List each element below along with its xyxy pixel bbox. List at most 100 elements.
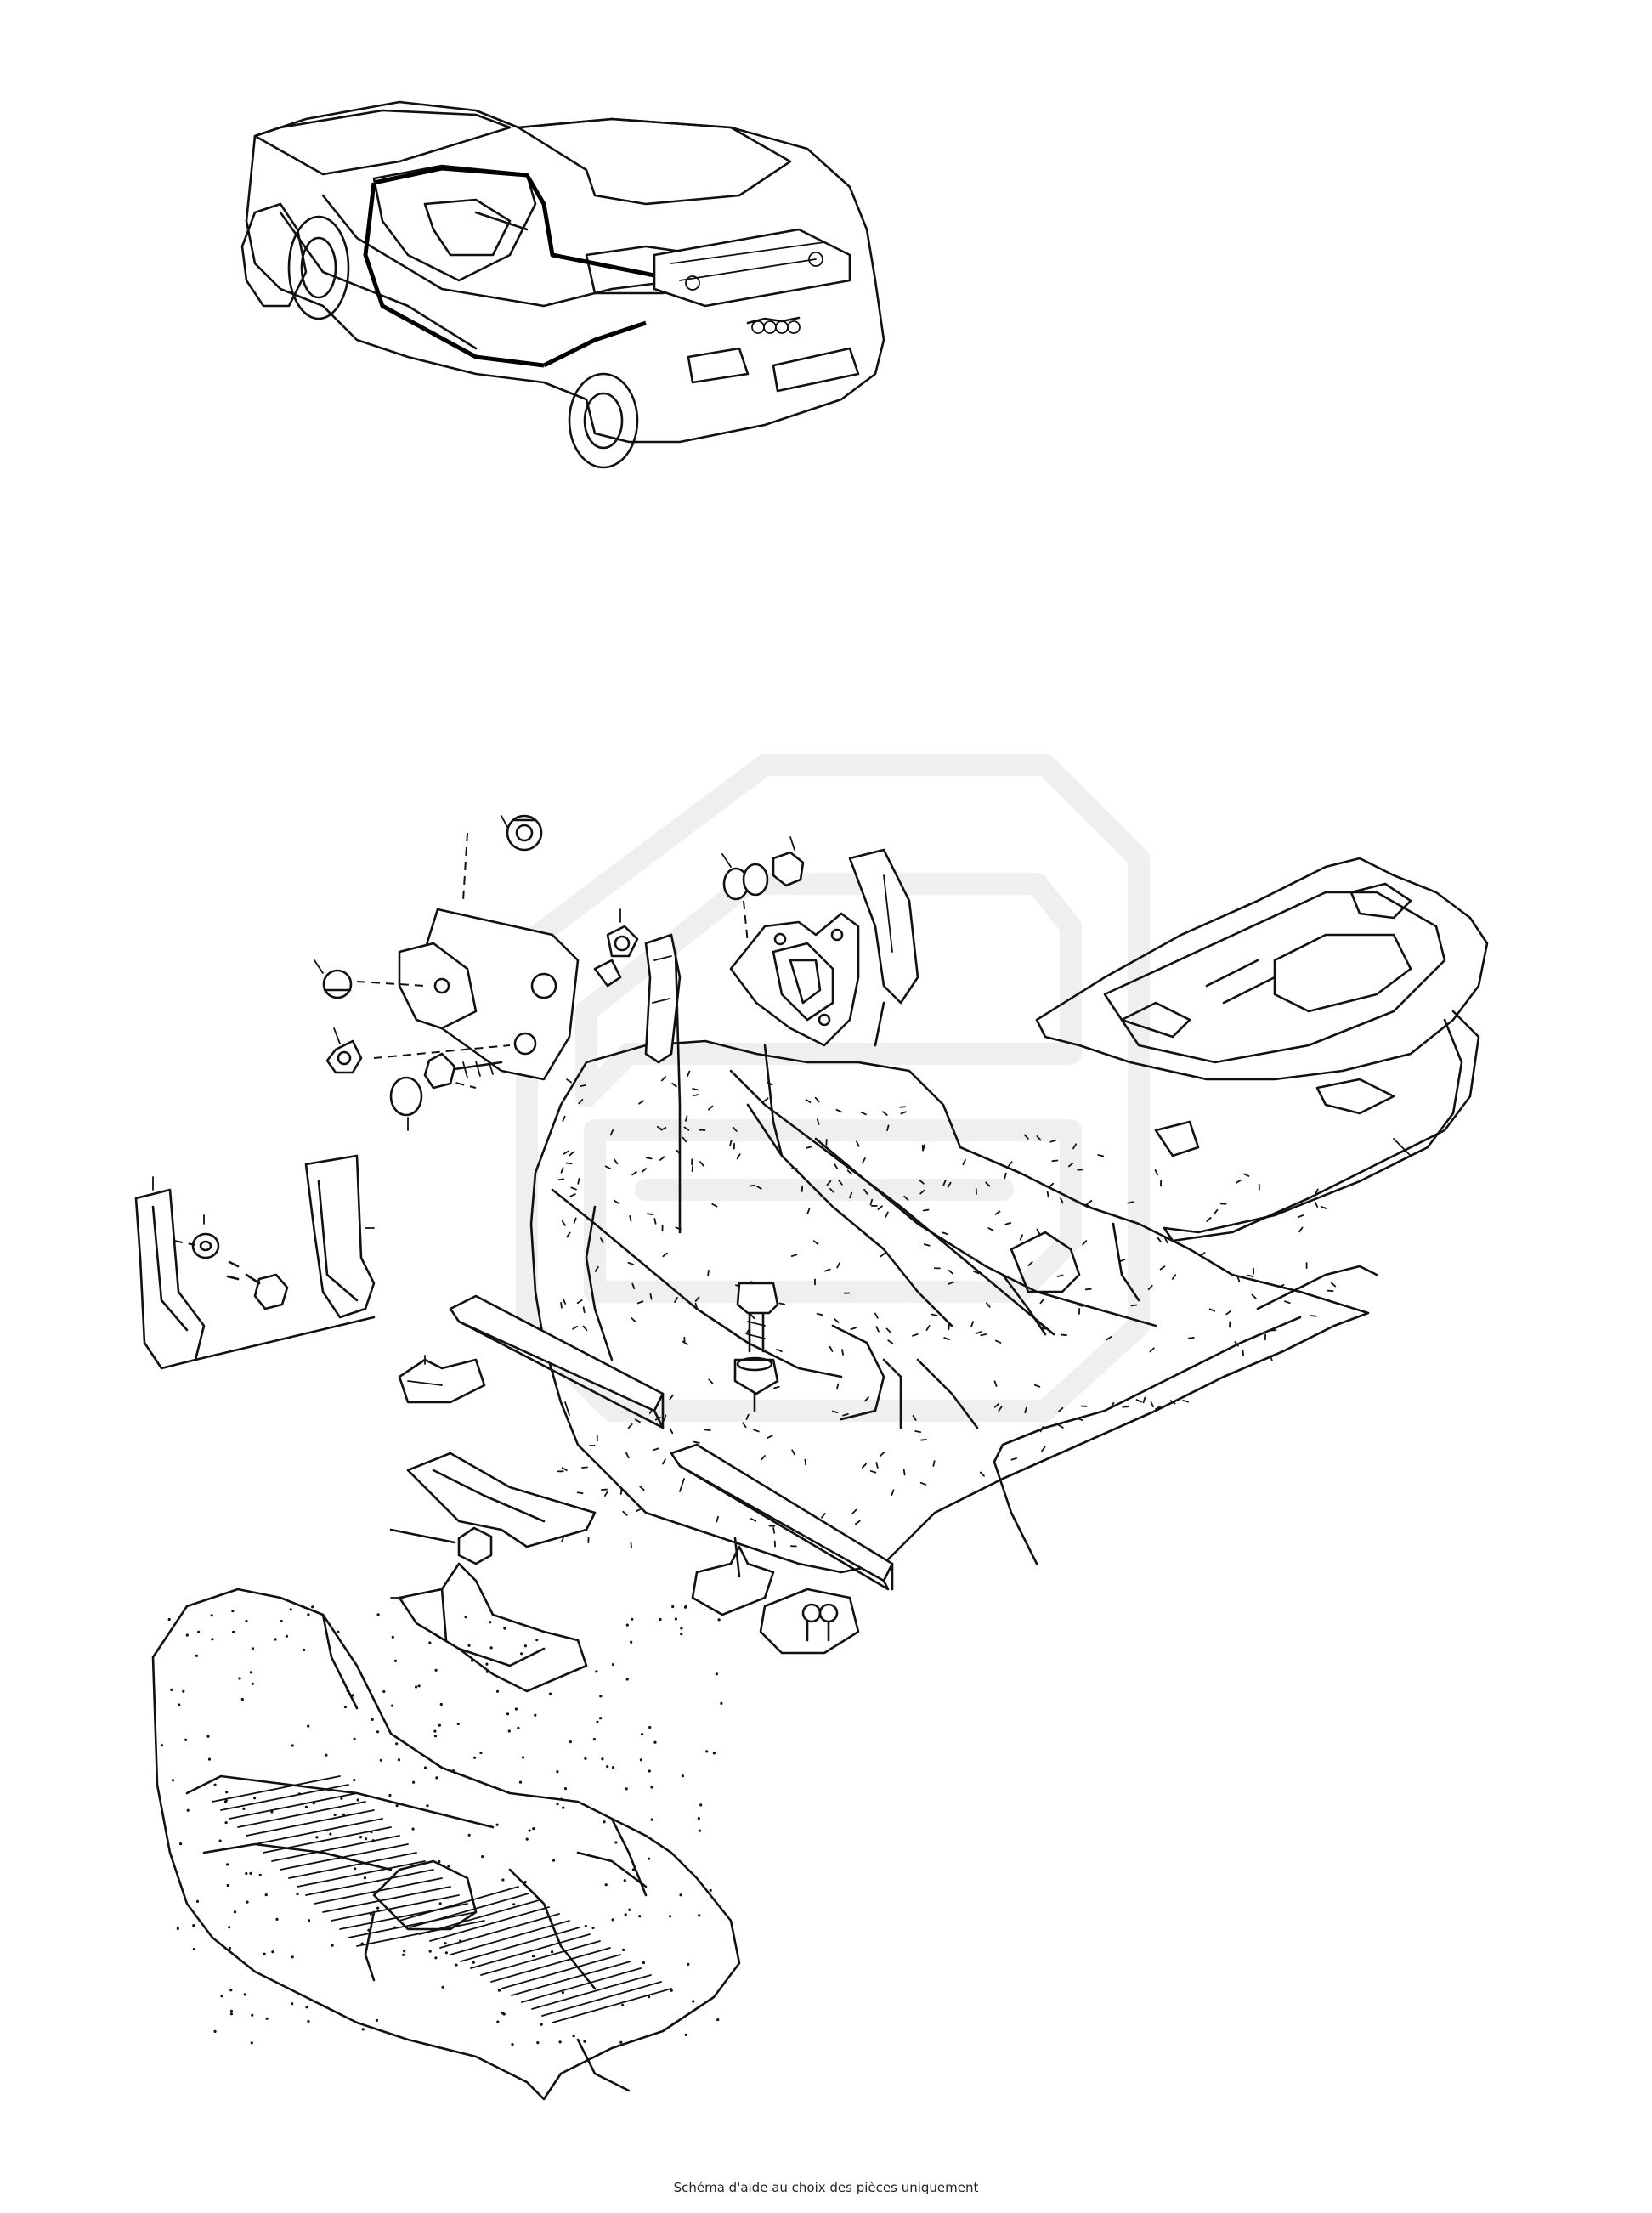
floor-stipple-dot: [562, 1806, 565, 1809]
floor-stipple-mark: [821, 1513, 826, 1519]
floor-stipple-dot: [354, 1867, 357, 1871]
floor-stipple-mark: [860, 1111, 867, 1116]
floor-rib-line: [450, 1920, 570, 1955]
floor-stipple-mark: [1142, 1396, 1146, 1404]
floor-stipple-dot: [397, 1758, 400, 1762]
floor-stipple-dot: [417, 1684, 421, 1688]
floor-stipple-dot: [548, 1692, 552, 1695]
floor-stipple-dot: [438, 1902, 442, 1905]
floor-stipple-dot: [481, 1855, 484, 1859]
floor-stipple-dot: [606, 1765, 609, 1769]
floor-stipple-dot: [648, 1725, 652, 1729]
floor-stipple-dot: [528, 1829, 531, 1832]
floor-stipple-dot: [455, 1963, 458, 1967]
floor-stipple-dot: [684, 1605, 688, 1608]
floor-stipple-mark: [869, 1470, 877, 1474]
floor-stipple-dot: [648, 1769, 651, 1773]
floor-rib-line: [501, 1954, 621, 1989]
floor-stipple-mark: [693, 1440, 700, 1444]
floor-stipple-dot: [459, 1939, 462, 1943]
floor-stipple-dot: [496, 2020, 500, 2023]
floor-stipple-dot: [275, 1917, 279, 1921]
floor-stipple-mark: [838, 1180, 843, 1186]
floor-stipple-dot: [213, 2029, 217, 2033]
floor-stipple-mark: [563, 1150, 569, 1155]
floor-stipple-dot: [428, 1950, 432, 1953]
floor-stipple-dot: [249, 1671, 252, 1674]
floor-stipple-mark: [805, 1098, 812, 1104]
floor-rib-line: [288, 1852, 417, 1879]
floor-stipple-dot: [572, 2035, 575, 2038]
floor-stipple-dot: [630, 1640, 633, 1644]
floor-stipple-dot: [393, 1659, 398, 1662]
seat-crossmember-brackets: [389, 1452, 597, 1693]
floor-stipple-mark: [854, 1520, 861, 1525]
floor-stipple-dot: [291, 1744, 294, 1747]
floor-texture-dots: [557, 1070, 1337, 1548]
floor-stipple-dot: [285, 1634, 288, 1638]
floor-stipple-mark: [776, 1348, 783, 1353]
floor-stipple-dot: [393, 1926, 397, 1929]
floor-stipple-dot: [503, 1627, 506, 1630]
floor-stipple-mark: [745, 1413, 750, 1420]
floor-stipple-dot: [379, 1758, 382, 1762]
floor-stipple-mark: [831, 1410, 839, 1414]
floor-stipple-dot: [653, 1740, 657, 1744]
floor-stipple-mark: [577, 1178, 580, 1185]
floor-stipple-mark: [656, 1125, 663, 1130]
floor-stipple-mark: [1187, 1337, 1195, 1339]
floor-stipple-mark: [826, 1180, 832, 1186]
floor-rib-line: [439, 1913, 560, 1949]
floor-stipple-dot: [233, 1910, 237, 1914]
floor-stipple-mark: [708, 1105, 714, 1111]
floor-stipple-mark: [903, 1195, 909, 1201]
floor-rib-line: [254, 1818, 383, 1845]
floor-stipple-mark: [642, 1262, 648, 1268]
floor-stipple-mark: [994, 1210, 1001, 1215]
floor-stipple-mark: [579, 1084, 586, 1088]
floor-stipple-mark: [1243, 1173, 1250, 1177]
floor-stipple-mark: [627, 1262, 635, 1265]
floor-stipple-mark: [604, 1165, 612, 1170]
floor-stipple-mark: [603, 1491, 608, 1497]
floor-stipple-dot: [388, 1793, 392, 1797]
floor-stipple-dot: [622, 1948, 625, 1951]
floor-rib-line: [429, 1906, 550, 1942]
floor-stipple-dot: [226, 1883, 229, 1888]
center-bolt-assembly: [733, 1282, 779, 1412]
floor-stipple-mark: [631, 1317, 636, 1322]
floor-stipple-mark: [594, 1265, 599, 1272]
floor-stipple-mark: [1214, 1208, 1219, 1215]
floor-stipple-dot: [698, 1829, 702, 1832]
floor-stipple-mark: [1234, 1341, 1239, 1347]
floor-stipple-dot: [289, 1608, 292, 1611]
floor-stipple-mark: [1278, 1284, 1285, 1288]
floor-stipple-dot: [536, 2041, 540, 2045]
floor-stipple-dot: [307, 2019, 310, 2023]
floor-stipple-dot: [160, 1744, 163, 1747]
floor-stipple-dot: [712, 1752, 716, 1755]
floor-stipple-mark: [572, 1325, 579, 1330]
floor-stipple-mark: [1056, 1274, 1064, 1277]
floor-stipple-mark: [761, 1455, 767, 1461]
watermark-logo: [516, 754, 1150, 1422]
floor-stipple-dot: [611, 1663, 615, 1667]
floor-stipple-dot: [596, 1720, 599, 1723]
floor-stipple-dot: [265, 2017, 269, 2020]
floor-stipple-dot: [473, 1756, 477, 1759]
floor-stipple-mark: [841, 1349, 845, 1356]
floor-stipple-dot: [359, 1836, 363, 1839]
floor-stipple-dot: [363, 1876, 366, 1880]
center-mount-plate: [721, 836, 919, 1157]
floor-stipple-dot: [569, 1740, 572, 1744]
floor-stipple-mark: [622, 1510, 628, 1516]
floor-stipple-dot: [625, 1623, 629, 1627]
floor-stipple-dot: [251, 2013, 254, 2017]
floor-stipple-dot: [604, 1883, 608, 1887]
floor-stipple-dot: [670, 1989, 673, 1992]
floor-stipple-dot: [240, 1697, 244, 1701]
floor-stipple-mark: [943, 1337, 950, 1341]
floor-rib-line: [331, 1894, 460, 1922]
floor-stipple-mark: [931, 1313, 938, 1316]
